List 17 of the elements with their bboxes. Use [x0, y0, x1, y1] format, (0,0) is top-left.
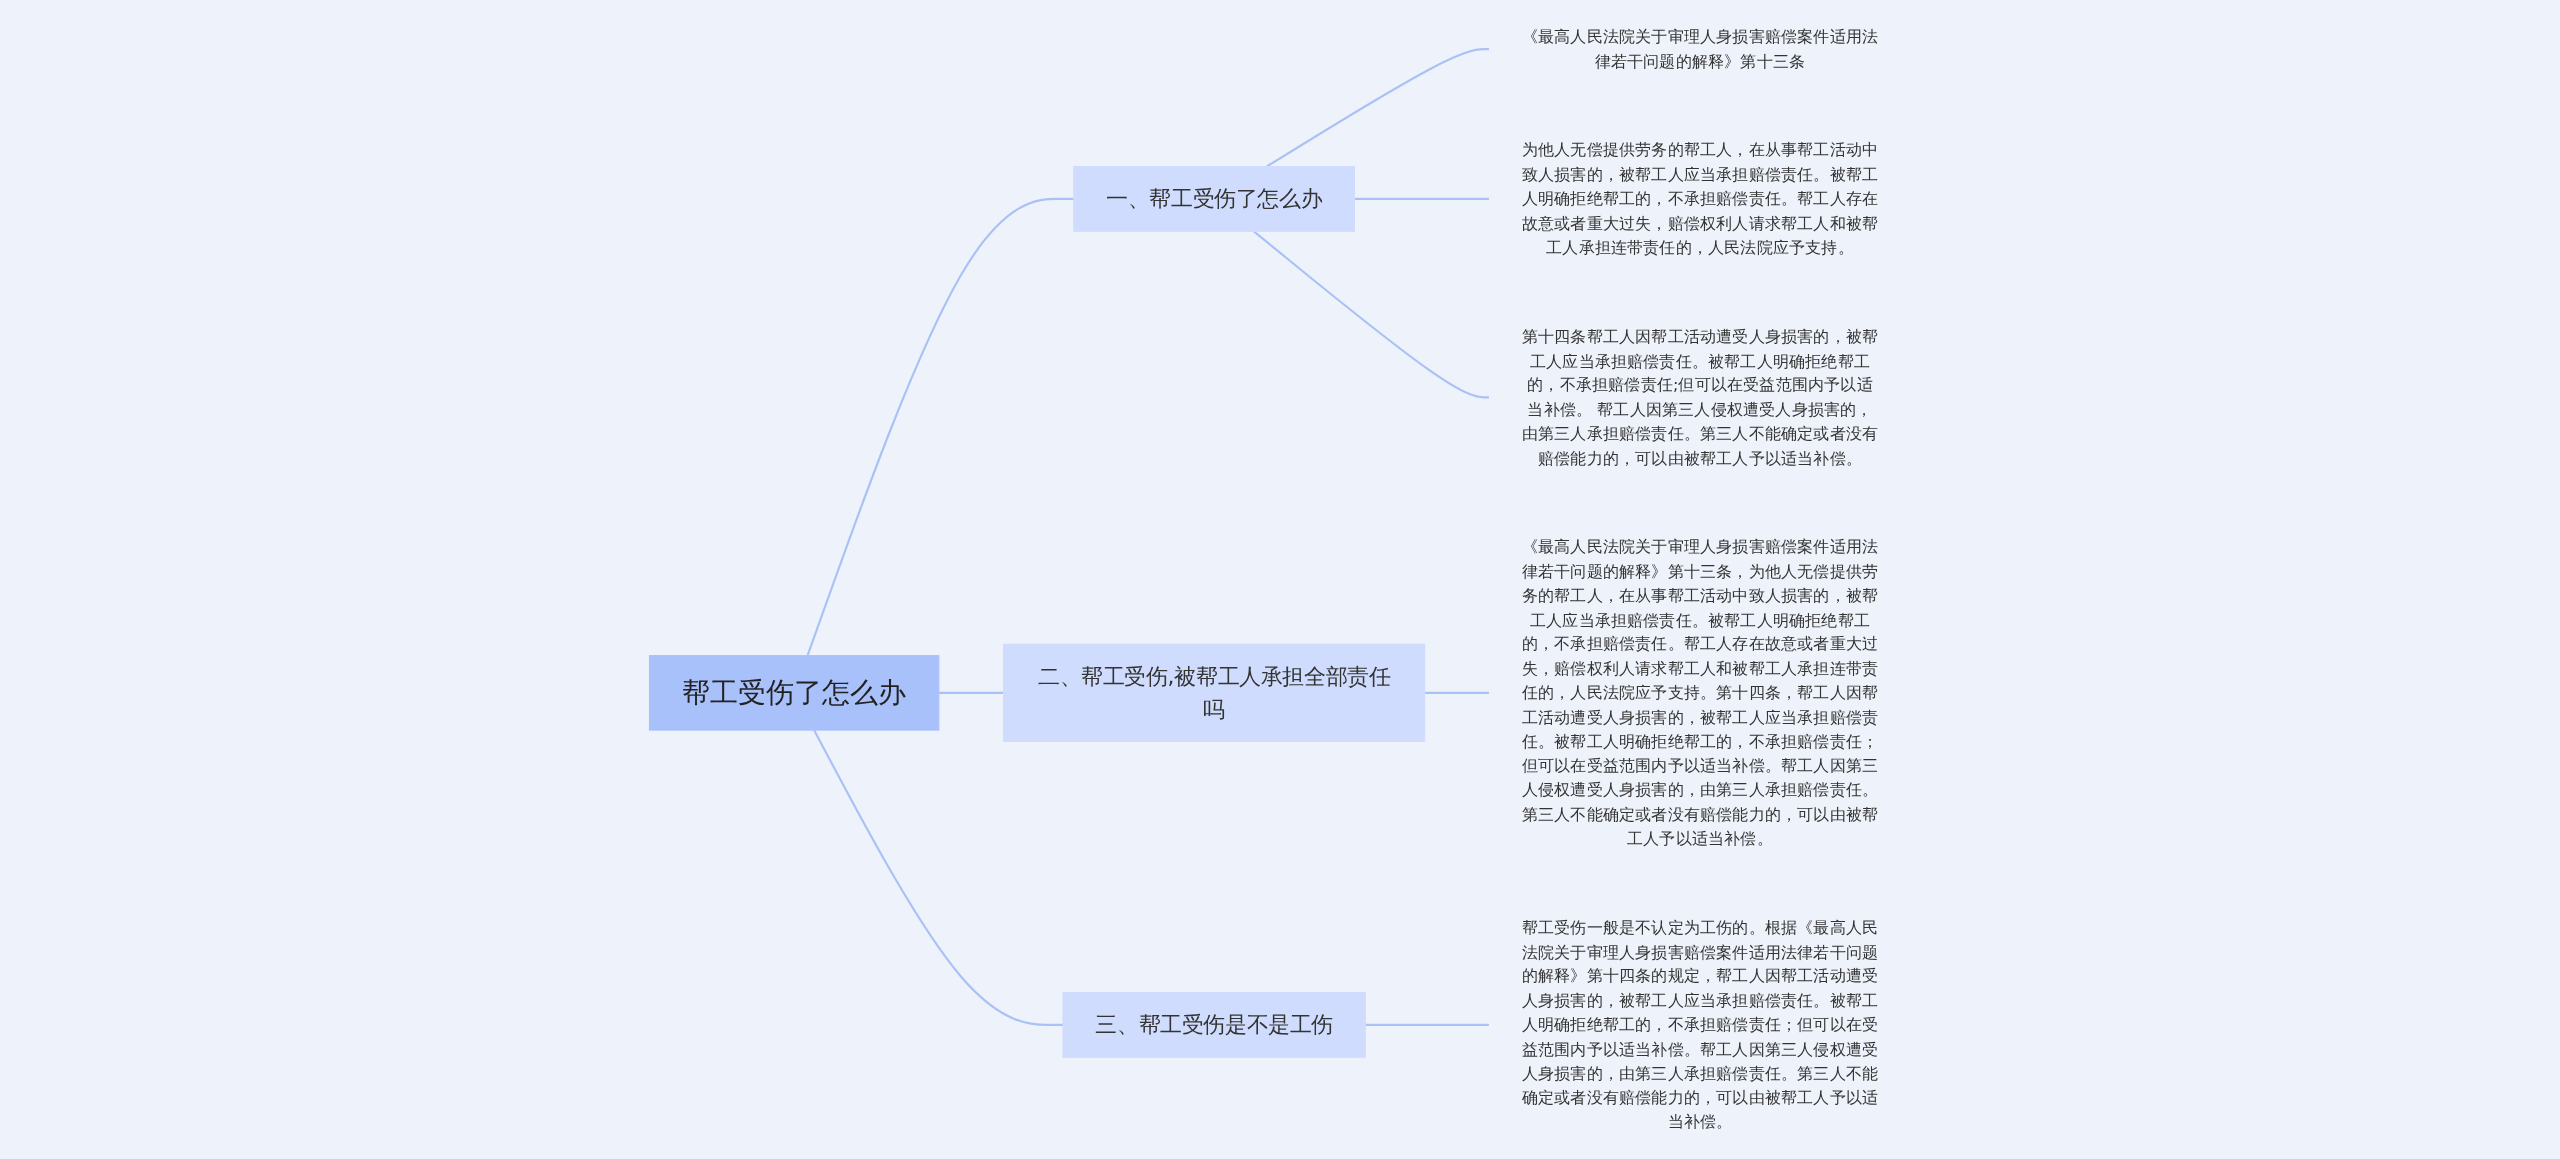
- node-text: 《最高人民法院关于审理人身损害赔偿案件适用法律若干问题的解释》第十三条: [1521, 26, 1879, 71]
- node-text: 帮工受伤一般是不认定为工伤的。根据《最高人民法院关于审理人身损害赔偿案件适用法律若干问题的解释》第十四条的规定，帮工人因帮工活动遭受人身损害的，被帮工人应当承担赔偿责任。被帮工人明确拒绝帮工的，不承担赔偿责任；但可以在受益范围内予以适当补偿。帮工人因第三人侵权遭受人身损害的，由第三人承担赔偿责任。第三人不能确定或者没有赔偿能力的，可以由被帮工人予以适当补偿。: [1521, 917, 1879, 1132]
- node-text: 为他人无偿提供劳务的帮工人，在从事帮工活动中致人损害的，被帮工人应当承担赔偿责任。被帮工人明确拒绝帮工的，不承担赔偿责任。帮工人存在故意或者重大过失，赔偿权利人请求帮工人和被帮工人承担连带责任的，人民法院应予支持。: [1521, 140, 1879, 257]
- connector: [1365, 1023, 1490, 1026]
- connector: [806, 197, 1074, 656]
- connector: [1354, 197, 1490, 200]
- node-box: 帮工受伤了怎么办: [648, 655, 940, 731]
- connector: [813, 729, 1063, 1026]
- connector: [1253, 230, 1490, 399]
- node-box: 一、帮工受伤了怎么办: [1073, 166, 1356, 232]
- node-box: 三、帮工受伤是不是工伤: [1062, 991, 1366, 1058]
- node-box: 二、帮工受伤,被帮工人承担全部责任吗: [1003, 643, 1426, 742]
- node-text: 第十四条帮工人因帮工活动遭受人身损害的，被帮工人应当承担赔偿责任。被帮工人明确拒绝帮工的，不承担赔偿责任;但可以在受益范围内予以适当补偿。 帮工人因第三人侵权遭受人身损害的，由第三人承担赔偿责任。第三人不能确定或者没有赔偿能力的，可以由被帮工人予以适当补偿。: [1521, 326, 1879, 468]
- connector: [938, 691, 1004, 694]
- connector: [1424, 691, 1490, 694]
- connector: [1266, 48, 1490, 168]
- node-text: 《最高人民法院关于审理人身损害赔偿案件适用法律若干问题的解释》第十三条，为他人无偿提供劳务的帮工人，在从事帮工活动中致人损害的，被帮工人应当承担赔偿责任。被帮工人明确拒绝帮工的，不承担赔偿责任。帮工人存在故意或者重大过失，赔偿权利人请求帮工人和被帮工人承担连带责任的，人民法院应予支持。第十四条，帮工人因帮工活动遭受人身损害的，被帮工人应当承担赔偿责任。被帮工人明确拒绝帮工的，不承担赔偿责任；但可以在受益范围内予以适当补偿。帮工人因第三人侵权遭受人身损害的，由第三人承担赔偿责任。第三人不能确定或者没有赔偿能力的，可以由被帮工人予以适当补偿。: [1521, 537, 1879, 849]
